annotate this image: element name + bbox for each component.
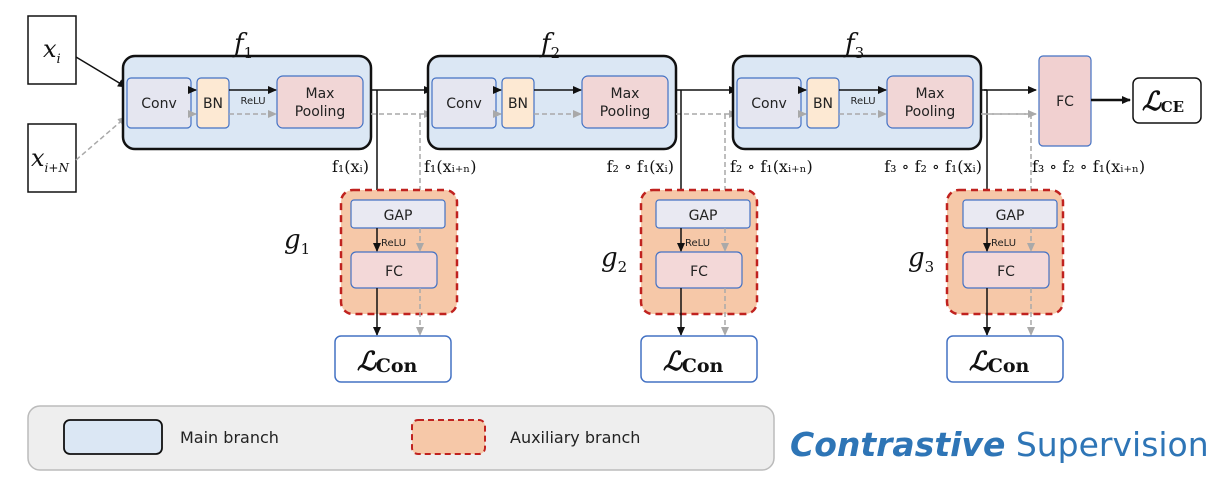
stage-1-gap-block	[350, 199, 446, 229]
stage-1-aux-fc-block	[350, 251, 438, 289]
stage-1-g-label: g1	[284, 225, 310, 258]
final-fc-label: FC	[1056, 94, 1074, 110]
stage-3-aux-fc-label: FC	[997, 264, 1015, 280]
stage-1-bn-label: BN	[203, 96, 223, 112]
ce-loss-box: ℒCE	[1132, 77, 1202, 124]
stage-1-main-output-label: f₁(xᵢ)	[332, 157, 369, 176]
stage-1-relu-label: ReLU	[240, 96, 265, 107]
stage-3-f-label: f3	[843, 29, 864, 62]
diagram-title: Contrastive Supervision	[790, 425, 1209, 464]
input-xi-arrow	[75, 56, 127, 88]
stage-2-max-label: Max	[611, 86, 640, 102]
stage-3-aux-fc-block	[962, 251, 1050, 289]
legend-aux-swatch	[411, 419, 486, 455]
stage-2-aux-relu-label: ReLU	[685, 238, 710, 249]
stage-3-g-label: g3	[908, 243, 934, 276]
stage-3-bn-block	[806, 77, 840, 129]
stage-3-gap-label: GAP	[996, 208, 1025, 224]
stage-3-aux-relu-label: ReLU	[991, 238, 1016, 249]
stage-2-conv-label: Conv	[446, 96, 482, 112]
stage-3-relu-label: ReLU	[850, 96, 875, 107]
stage-3-main-output-label: f₃ ∘ f₂ ∘ f₁(xᵢ)	[884, 157, 982, 176]
stage-1-max-label: Max	[306, 86, 335, 102]
stage-2-conv-block	[431, 77, 497, 129]
stage-2-con-loss-box	[640, 335, 758, 383]
stage-2-f-label: f2	[539, 29, 560, 62]
stage-3-bn-label: BN	[813, 96, 833, 112]
stage-1-f-label: f1	[232, 29, 253, 62]
final-fc-block: FC	[1038, 55, 1092, 147]
stage-2-aux-output-label: f₂ ∘ f₁(xᵢ₊ₙ)	[730, 157, 813, 176]
stage-1-con-loss-label: ℒCon	[357, 347, 418, 377]
stage-2-maxpool-block	[581, 75, 669, 129]
stage-1-aux-relu-label: ReLU	[381, 238, 406, 249]
legend-main-swatch	[63, 419, 163, 455]
stage-2-gap-label: GAP	[689, 208, 718, 224]
stage-2-gap-block	[655, 199, 751, 229]
stage-2-bn-block	[501, 77, 535, 129]
stage-1-con-loss-box	[334, 335, 452, 383]
stage-1-aux-output-label: f₁(xᵢ₊ₙ)	[424, 157, 476, 176]
input-xin-label: xi+N	[31, 144, 69, 175]
stage-2-pooling-label: Pooling	[600, 104, 651, 120]
input-xin-arrow	[75, 116, 127, 161]
stage-3-conv-label: Conv	[751, 96, 787, 112]
input-xi-label: xi	[43, 35, 61, 67]
stage-1-conv-label: Conv	[141, 96, 177, 112]
stage-1-maxpool-block	[276, 75, 364, 129]
stage-2-main-output-label: f₂ ∘ f₁(xᵢ)	[607, 157, 674, 176]
legend: Main branch Auxiliary branch	[27, 405, 775, 471]
stage-2-con-loss-label: ℒCon	[663, 347, 724, 377]
stage-3-con-loss-label: ℒCon	[969, 347, 1030, 377]
stage-1-bn-block	[196, 77, 230, 129]
stage-2-aux-fc-label: FC	[690, 264, 708, 280]
input-xi-box: xi	[27, 15, 77, 85]
stage-3-maxpool-block	[886, 75, 974, 129]
stage-3-pooling-label: Pooling	[905, 104, 956, 120]
legend-aux-label: Auxiliary branch	[510, 428, 640, 447]
stage-1-gap-label: GAP	[384, 208, 413, 224]
stage-1-pooling-label: Pooling	[295, 104, 346, 120]
stage-3-max-label: Max	[916, 86, 945, 102]
stage-1-aux-fc-label: FC	[385, 264, 403, 280]
stage-2-g-label: g2	[601, 243, 627, 276]
stage-3-con-loss-box	[946, 335, 1064, 383]
ce-loss-label: ℒCE	[1142, 87, 1184, 117]
stage-2-aux-fc-block	[655, 251, 743, 289]
input-xin-box: xi+N	[27, 123, 77, 193]
stage-3-gap-block	[962, 199, 1058, 229]
stage-3-conv-block	[736, 77, 802, 129]
stage-1-conv-block	[126, 77, 192, 129]
stage-2-bn-label: BN	[508, 96, 528, 112]
legend-main-label: Main branch	[180, 428, 279, 447]
stage-3-aux-output-label: f₃ ∘ f₂ ∘ f₁(xᵢ₊ₙ)	[1032, 157, 1145, 176]
